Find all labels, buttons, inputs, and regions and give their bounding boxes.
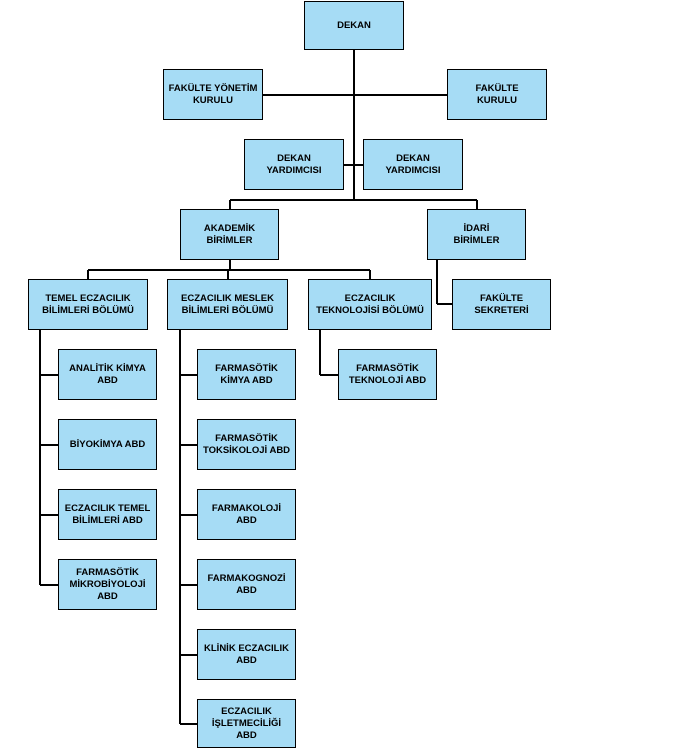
node-eczacilik-isletmeciligi: ECZACILIK İŞLETMECİLİĞİ ABD [197,699,296,748]
node-label: DEKAN YARDIMCISI [385,152,441,176]
node-label: AKADEMİK BİRİMLER [203,222,256,246]
node-temel-eczacilik-bolumu: TEMEL ECZACILIK BİLİMLERİ BÖLÜMÜ [28,279,148,330]
node-label: İDARİ BİRİMLER [453,222,500,246]
node-label: FARMAKOGNOZİ ABD [207,572,286,596]
node-akademik-birimler: AKADEMİK BİRİMLER [180,209,279,260]
node-analitik-kimya: ANALİTİK KİMYA ABD [58,349,157,400]
node-farmasotik-teknoloji: FARMASÖTİK TEKNOLOJİ ABD [338,349,437,400]
node-idari-birimler: İDARİ BİRİMLER [427,209,526,260]
node-dekan-yardimcisi-2: DEKAN YARDIMCISI [363,139,463,190]
node-farmasotik-toksikoloji: FARMASÖTİK TOKSİKOLOJİ ABD [197,419,296,470]
node-biyokimya: BİYOKİMYA ABD [58,419,157,470]
node-label: FARMASÖTİK MİKROBİYOLOJİ ABD [69,566,146,602]
node-dekan-yardimcisi-1: DEKAN YARDIMCISI [244,139,344,190]
node-fakulte-kurulu: FAKÜLTE KURULU [447,69,547,120]
node-label: FAKÜLTE KURULU [475,82,519,106]
node-label: FARMASÖTİK TOKSİKOLOJİ ABD [202,432,291,456]
node-eczacilik-meslek-bolumu: ECZACILIK MESLEK BİLİMLERİ BÖLÜMÜ [167,279,288,330]
node-label: ECZACILIK MESLEK BİLİMLERİ BÖLÜMÜ [181,292,274,316]
node-eczacilik-temel-bilimleri: ECZACILIK TEMEL BİLİMLERİ ABD [58,489,157,540]
node-label: FAKÜLTE YÖNETİM KURULU [168,82,258,106]
node-label: ECZACILIK TEMEL BİLİMLERİ ABD [64,502,151,526]
node-farmakognozi: FARMAKOGNOZİ ABD [197,559,296,610]
node-dekan: DEKAN [304,1,404,50]
node-eczacilik-teknolojisi-bolumu: ECZACILIK TEKNOLOJİSİ BÖLÜMÜ [308,279,432,330]
node-label: DEKAN YARDIMCISI [266,152,322,176]
node-label: KLİNİK ECZACILIK ABD [204,642,289,666]
node-label: ECZACILIK TEKNOLOJİSİ BÖLÜMÜ [316,292,424,316]
node-fakulte-yonetim-kurulu: FAKÜLTE YÖNETİM KURULU [163,69,263,120]
node-label: FARMASÖTİK KİMYA ABD [215,362,278,386]
node-fakulte-sekreteri: FAKÜLTE SEKRETERİ [452,279,551,330]
node-farmasotik-mikrobiyoloji: FARMASÖTİK MİKROBİYOLOJİ ABD [58,559,157,610]
node-label: FAKÜLTE SEKRETERİ [474,292,529,316]
node-label: FARMASÖTİK TEKNOLOJİ ABD [348,362,427,386]
node-klinik-eczacilik: KLİNİK ECZACILIK ABD [197,629,296,680]
node-label: DEKAN [337,19,371,31]
node-label: ECZACILIK İŞLETMECİLİĞİ ABD [211,705,282,741]
node-label: FARMAKOLOJİ ABD [211,502,282,526]
node-farmasotik-kimya: FARMASÖTİK KİMYA ABD [197,349,296,400]
node-label: BİYOKİMYA ABD [69,438,146,450]
node-label: ANALİTİK KİMYA ABD [69,362,146,386]
node-label: TEMEL ECZACILIK BİLİMLERİ BÖLÜMÜ [42,292,134,316]
node-farmakoloji: FARMAKOLOJİ ABD [197,489,296,540]
